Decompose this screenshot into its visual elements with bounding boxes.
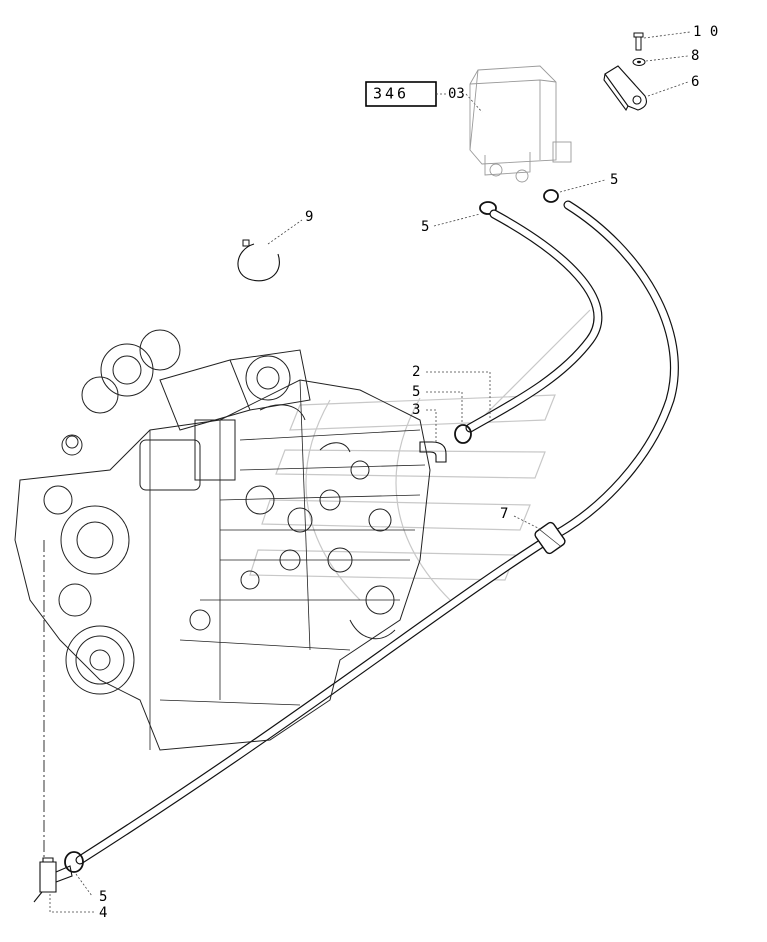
elbow-fitting-icon xyxy=(419,424,472,463)
callout-5-lower: 5 xyxy=(99,889,107,905)
callout-5-upper-left: 5 xyxy=(421,219,429,235)
washer-icon xyxy=(632,58,646,66)
reference-box-number: 346 xyxy=(373,85,409,103)
callout-10: 1 0 xyxy=(693,24,718,40)
callout-7: 7 xyxy=(500,506,508,522)
hose-clamp-icon xyxy=(479,189,559,215)
callout-8: 8 xyxy=(691,48,699,64)
reference-box-suffix: 03 xyxy=(448,86,465,102)
tank-drawing xyxy=(469,65,572,183)
callout-2: 2 xyxy=(412,364,420,380)
engine-drawing xyxy=(14,329,431,751)
callout-9: 9 xyxy=(305,209,313,225)
hose-7 xyxy=(75,200,679,865)
clamp-icon xyxy=(603,65,647,112)
drain-valve-icon xyxy=(33,857,73,903)
callout-4: 4 xyxy=(99,905,107,921)
circlip-icon xyxy=(237,239,280,282)
hose-2 xyxy=(465,209,603,433)
callout-6: 6 xyxy=(691,74,699,90)
callout-5-middle: 5 xyxy=(412,384,420,400)
reference-box: 346 03 xyxy=(365,81,483,113)
bolt-icon xyxy=(633,32,644,51)
callout-5-upper-right: 5 xyxy=(610,172,618,188)
callout-3: 3 xyxy=(412,402,420,418)
hose-clamp-icon xyxy=(64,851,84,873)
